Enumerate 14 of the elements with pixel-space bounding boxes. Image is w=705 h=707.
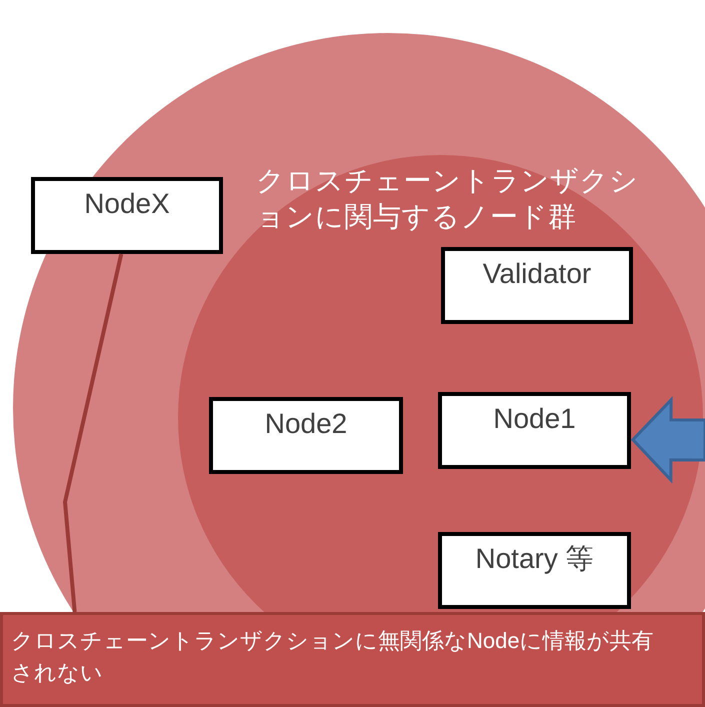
node-label: Notary 等 (475, 542, 594, 576)
node-label: Validator (482, 257, 592, 291)
node-box (441, 247, 633, 324)
node-box (438, 392, 631, 469)
node-box (31, 177, 223, 254)
block-arrow (630, 396, 705, 484)
node-box (209, 397, 403, 474)
node-label: Node1 (493, 402, 576, 436)
group-heading: クロスチェーントランザクションに関与するノード群 (256, 164, 640, 234)
note-text: クロスチェーントランザクションに無関係なNodeに情報が共有されない (11, 627, 655, 687)
node-label: NodeX (84, 187, 170, 221)
node-label: Node2 (264, 407, 348, 441)
node-box (438, 532, 631, 609)
leader-line (62, 254, 124, 612)
